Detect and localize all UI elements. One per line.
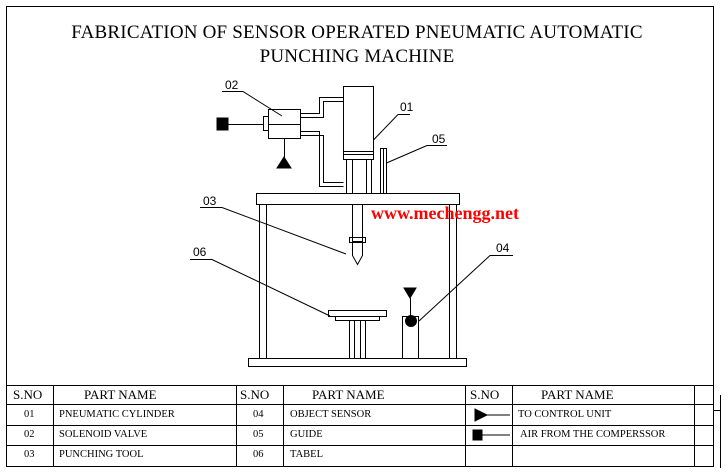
header-part-name-3: PART NAME: [541, 387, 614, 402]
header-part-name-2: PART NAME: [312, 387, 385, 402]
row-sno: 03: [24, 449, 35, 460]
row-part-name: OBJECT SENSOR: [290, 409, 372, 420]
row-sno: 01: [24, 409, 35, 420]
row-sno: 06: [253, 449, 264, 460]
title-line-2: PUNCHING MACHINE: [259, 46, 455, 67]
header-sno-1: S.NO: [13, 387, 43, 402]
air-supply-square-icon: [216, 117, 229, 131]
legend-text-control-unit: TO CONTROL UNIT: [518, 409, 612, 420]
watermark: www.mechengg.net: [371, 203, 519, 223]
sensor-triangle-icon: [403, 287, 417, 299]
square-arrow-icon: [472, 429, 483, 441]
callout-03: 03: [203, 194, 217, 208]
pneumatic-cylinder: [343, 86, 374, 194]
triangle-arrow-icon: [474, 408, 489, 422]
control-unit-triangle-icon: [276, 156, 292, 169]
drawing-border: [6, 6, 714, 467]
header-sno-3: S.NO: [470, 387, 500, 402]
callout-06: 06: [193, 245, 207, 259]
legend-text-air-supply: AIR FROM THE COMPERSSOR: [520, 429, 666, 440]
solenoid-valve: [228, 109, 301, 158]
punching-tool: [349, 204, 366, 266]
row-sno: 04: [253, 409, 264, 420]
callout-02: 02: [225, 78, 239, 92]
parts-table-grid: [6, 385, 714, 467]
row-sno: 05: [253, 429, 264, 440]
object-sensor: [402, 298, 419, 359]
sensor-dot-icon: [405, 315, 417, 327]
leader-lines: [190, 91, 513, 322]
header-sno-2: S.NO: [240, 387, 270, 402]
row-sno: 02: [24, 429, 35, 440]
row-part-name: SOLENOID VALVE: [59, 429, 148, 440]
callout-04: 04: [496, 241, 510, 255]
header-part-name-1: PART NAME: [84, 387, 157, 402]
row-part-name: PNEUMATIC CYLINDER: [59, 409, 175, 420]
work-table: [328, 310, 387, 359]
callout-01: 01: [400, 100, 414, 114]
row-part-name: GUIDE: [290, 429, 323, 440]
callout-05: 05: [432, 132, 446, 146]
row-part-name: TABEL: [290, 449, 323, 460]
air-hoses: [300, 97, 344, 187]
guide: [380, 148, 387, 194]
row-part-name: PUNCHING TOOL: [59, 449, 144, 460]
title-line-1: FABRICATION OF SENSOR OPERATED PNEUMATIC…: [71, 22, 643, 43]
